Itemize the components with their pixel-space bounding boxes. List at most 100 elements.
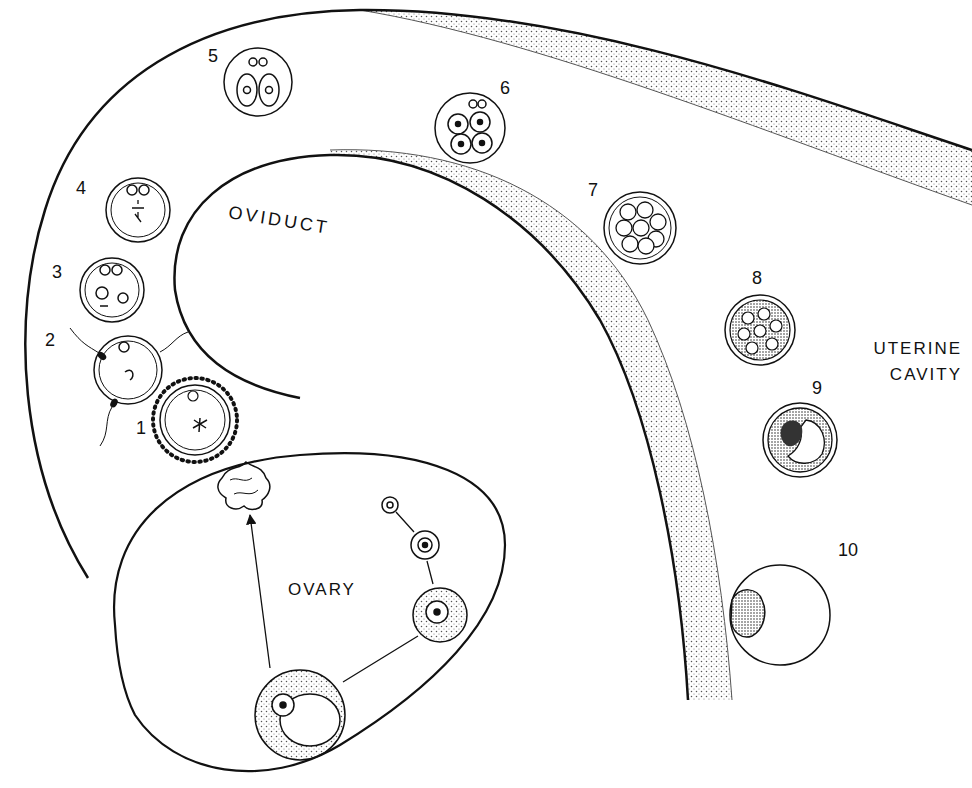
oviduct-wall xyxy=(330,150,732,700)
four-cell-embryo xyxy=(459,142,464,147)
two-cell-embryo xyxy=(259,74,279,106)
fertilization xyxy=(94,336,162,404)
fertilization xyxy=(70,328,188,446)
fertilization xyxy=(100,407,112,446)
first-cleavage xyxy=(111,183,165,237)
first-cleavage xyxy=(139,185,149,195)
label-slot: 10 xyxy=(838,540,858,562)
ovarian-follicles xyxy=(423,543,428,548)
label-slot: 4 xyxy=(76,178,86,200)
morula xyxy=(725,295,795,365)
oocyte-with-corona xyxy=(153,378,237,462)
ovarian-follicles xyxy=(426,601,448,623)
pronuclear-zygote xyxy=(100,305,108,307)
callout-number: 8 xyxy=(752,268,762,290)
callout-number: 10 xyxy=(838,540,858,562)
label-slot: 5 xyxy=(208,46,218,68)
label-slot: 1 xyxy=(136,418,146,440)
oocyte-with-corona xyxy=(188,391,198,401)
implanting-blastocyst xyxy=(731,590,765,637)
four-cell-embryo xyxy=(469,100,477,108)
morula xyxy=(738,328,750,340)
ovarian-follicles xyxy=(255,670,345,760)
ovarian-follicles xyxy=(272,694,294,716)
eight-cell-embryo xyxy=(616,220,632,236)
two-cell-embryo xyxy=(224,48,292,116)
ovarian-follicles xyxy=(250,512,433,682)
node-outline xyxy=(100,440,510,780)
oocyte-with-corona xyxy=(193,418,207,432)
ovarian-follicles xyxy=(230,478,258,494)
label-slot: OVIDUCT xyxy=(227,202,331,239)
ovarian-follicles xyxy=(413,588,467,642)
morula xyxy=(754,325,766,337)
oviduct-wall xyxy=(330,150,732,700)
node-outline xyxy=(114,453,505,771)
four-cell-embryo xyxy=(470,112,490,132)
four-cell-embryo xyxy=(451,134,471,154)
fertilization xyxy=(99,341,157,399)
four-cell-embryo xyxy=(456,122,461,127)
eight-cell-embryo xyxy=(637,202,653,218)
four-cell-embryo xyxy=(448,114,468,134)
eight-cell-embryo xyxy=(633,220,649,236)
eight-cell-embryo xyxy=(609,197,671,259)
callout-number: 2 xyxy=(45,330,55,352)
organ-label: OVARY xyxy=(288,580,356,600)
label-slot: 7 xyxy=(588,180,598,202)
blastocyst xyxy=(781,421,803,447)
four-cell-embryo xyxy=(480,141,485,146)
eight-cell-embryo xyxy=(604,192,676,264)
label-slot: 6 xyxy=(500,78,510,100)
morula xyxy=(766,338,778,350)
two-cell-embryo xyxy=(244,87,251,94)
node-text-slot: OVARY xyxy=(288,580,356,600)
pronuclear-zygote xyxy=(100,265,110,275)
blastocyst xyxy=(763,403,837,477)
callout-number: 1 xyxy=(136,418,146,440)
two-cell-embryo xyxy=(237,74,257,106)
four-cell-embryo xyxy=(435,93,505,163)
fertilization xyxy=(119,342,129,352)
callout-number: 3 xyxy=(52,262,62,284)
ovarian-follicles xyxy=(382,497,398,513)
oocyte-with-corona xyxy=(153,378,237,462)
pronuclear-zygote xyxy=(80,258,144,322)
ovarian-follicles xyxy=(411,531,439,559)
ovarian-follicles xyxy=(418,538,432,552)
label-slot: 8 xyxy=(752,268,762,290)
label-slot: 2 xyxy=(45,330,55,352)
morula xyxy=(758,308,770,320)
fertilization xyxy=(110,398,118,407)
two-cell-embryo xyxy=(259,58,267,66)
fertilization xyxy=(70,328,99,353)
first-cleavage xyxy=(127,185,137,195)
label-slot: 3 xyxy=(52,262,62,284)
first-cleavage xyxy=(106,178,170,242)
fertilization xyxy=(125,370,133,380)
two-cell-embryo xyxy=(249,58,257,66)
eight-cell-embryo xyxy=(650,214,666,230)
oocyte-with-corona xyxy=(160,385,230,455)
blastocyst xyxy=(763,403,837,477)
fertilization xyxy=(160,332,188,352)
label-slot: 9 xyxy=(812,378,822,400)
callout-number: 6 xyxy=(500,78,510,100)
ovarian-follicles xyxy=(218,462,467,760)
morula xyxy=(730,300,790,360)
implanting-blastocyst xyxy=(730,565,830,665)
oviduct-wall xyxy=(25,10,972,578)
region-label: OVIDUCT xyxy=(227,202,331,239)
callout-number: 7 xyxy=(588,180,598,202)
pronuclear-zygote xyxy=(80,258,144,322)
ovarian-follicles xyxy=(434,609,440,615)
morula xyxy=(725,295,795,365)
pronuclear-zygote xyxy=(118,293,128,303)
pronuclear-zygote xyxy=(96,287,108,299)
eight-cell-embryo xyxy=(620,204,636,220)
callout-number: 4 xyxy=(76,178,86,200)
two-cell-embryo xyxy=(224,48,292,116)
